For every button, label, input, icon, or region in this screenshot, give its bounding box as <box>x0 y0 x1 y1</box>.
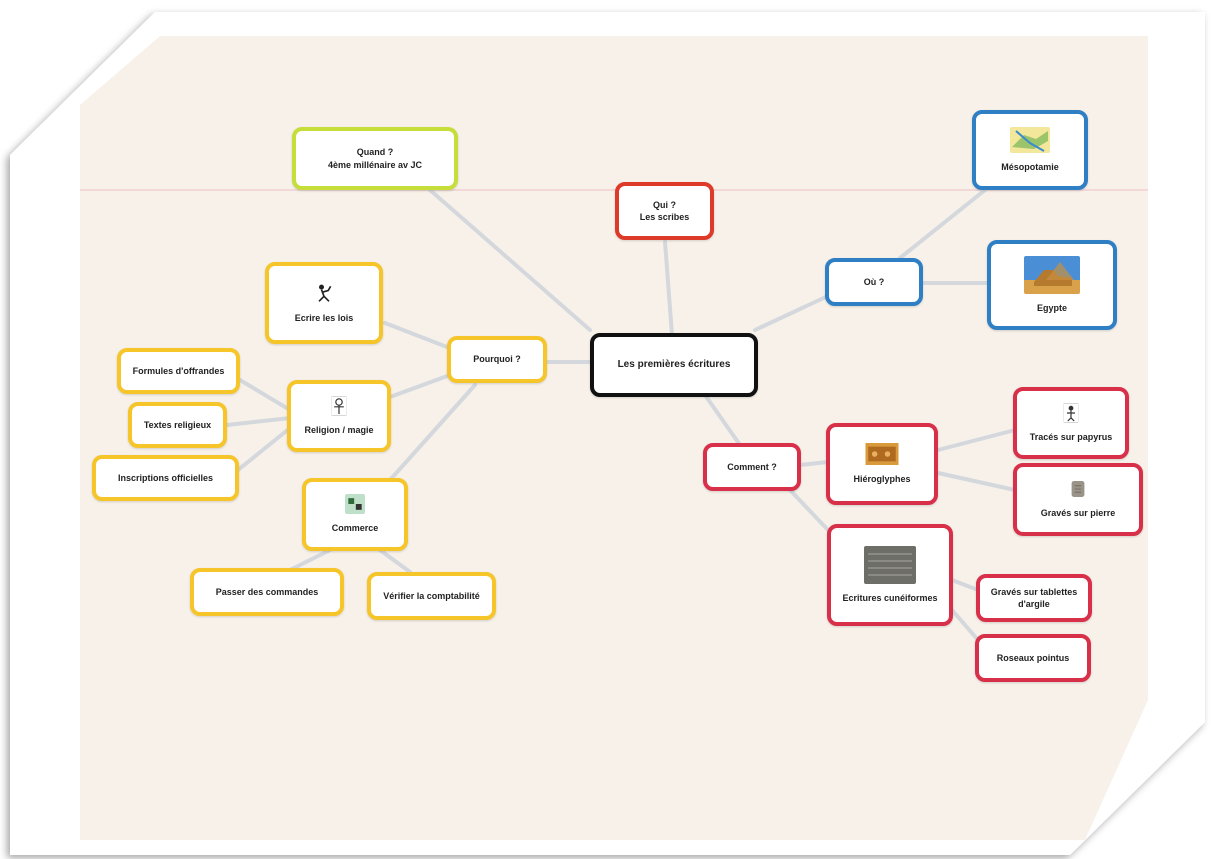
commerce-node[interactable]: Commerce <box>302 478 408 551</box>
ecrire-lois-label: Ecrire les lois <box>294 312 354 323</box>
connectors <box>225 188 1017 642</box>
center-label: Les premières écritures <box>617 359 731 371</box>
cuneiformes-node[interactable]: Ecritures cunéiformes <box>827 524 953 626</box>
hieroglyphes-label: Hiéroglyphes <box>853 473 911 484</box>
map-icon <box>1010 126 1050 153</box>
pourquoi-label: Pourquoi ? <box>473 354 521 365</box>
traces-label: Tracés sur papyrus <box>1029 431 1113 442</box>
mesopotamie-node[interactable]: Mésopotamie <box>972 110 1088 190</box>
religion-label: Religion / magie <box>304 424 374 435</box>
passer-label: Passer des commandes <box>215 586 319 597</box>
verifier-label: Vérifier la comptabilité <box>383 590 480 601</box>
comment-node[interactable]: Comment ? <box>703 443 801 491</box>
religion-node[interactable]: Religion / magie <box>287 380 391 452</box>
hieroglyph-icon <box>865 442 899 465</box>
tablettes-label: Gravés sur tablettes d'argile <box>990 586 1078 609</box>
paper <box>80 36 1148 840</box>
qui-node[interactable]: Qui ? Les scribes <box>615 182 714 240</box>
quand-label: Quand ? 4ème millénaire av JC <box>327 147 423 170</box>
egypte-node[interactable]: Egypte <box>987 240 1117 330</box>
stone-icon <box>1071 481 1085 498</box>
quand-node[interactable]: Quand ? 4ème millénaire av JC <box>292 127 458 190</box>
ankh-icon <box>331 395 347 416</box>
cuneiformes-label: Ecritures cunéiformes <box>842 592 938 603</box>
ecrire-lois-node[interactable]: Ecrire les lois <box>265 262 383 344</box>
graves-pierre-node[interactable]: Gravés sur pierre <box>1013 463 1143 536</box>
roseaux-node[interactable]: Roseaux pointus <box>975 634 1091 682</box>
traces-node[interactable]: Tracés sur papyrus <box>1013 387 1129 459</box>
graves-pierre-label: Gravés sur pierre <box>1040 508 1116 519</box>
formules-node[interactable]: Formules d'offrandes <box>117 348 240 394</box>
scribe-icon <box>318 284 332 302</box>
sphinx-icon <box>1024 255 1080 294</box>
tablettes-node[interactable]: Gravés sur tablettes d'argile <box>976 574 1092 622</box>
commerce-label: Commerce <box>331 523 379 534</box>
commerce-icon <box>345 494 365 515</box>
formules-label: Formules d'offrandes <box>132 365 225 376</box>
verifier-node[interactable]: Vérifier la comptabilité <box>367 572 496 620</box>
qui-label: Qui ? Les scribes <box>639 199 690 222</box>
pourquoi-node[interactable]: Pourquoi ? <box>447 336 547 383</box>
papyrus-icon <box>1063 402 1079 423</box>
ou-label: Où ? <box>863 276 885 287</box>
hieroglyphes-node[interactable]: Hiéroglyphes <box>826 423 938 505</box>
egypte-label: Egypte <box>1036 302 1067 313</box>
inscriptions-node[interactable]: Inscriptions officielles <box>92 455 239 501</box>
mesopotamie-label: Mésopotamie <box>1001 161 1059 172</box>
tablet-icon <box>864 545 916 584</box>
passer-node[interactable]: Passer des commandes <box>190 568 344 616</box>
center-node[interactable]: Les premières écritures <box>590 333 758 397</box>
comment-label: Comment ? <box>727 461 777 472</box>
textes-node[interactable]: Textes religieux <box>128 402 227 448</box>
ou-node[interactable]: Où ? <box>825 258 923 306</box>
textes-label: Textes religieux <box>143 419 212 430</box>
roseaux-label: Roseaux pointus <box>996 652 1070 663</box>
inscriptions-label: Inscriptions officielles <box>117 472 214 483</box>
